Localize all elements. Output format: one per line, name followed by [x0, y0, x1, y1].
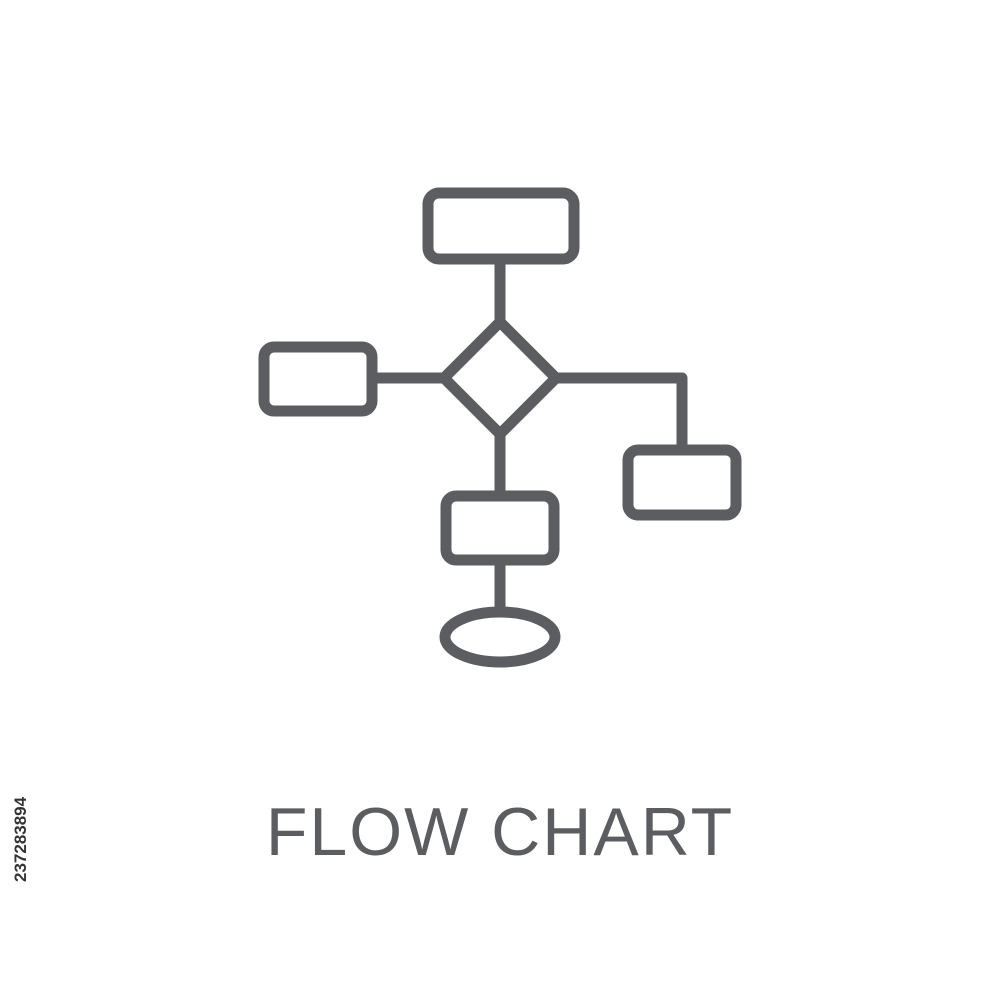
top-process-box: [422, 187, 580, 265]
terminator-ellipse: [439, 606, 561, 668]
connector-right: [550, 372, 688, 456]
stock-image-id: 237283894: [11, 796, 30, 882]
bottom-process-box: [440, 490, 560, 566]
decision-diamond: [438, 316, 562, 440]
left-process-box: [258, 341, 378, 417]
right-process-box: [622, 444, 742, 521]
icon-title: FLOW CHART: [265, 794, 735, 870]
